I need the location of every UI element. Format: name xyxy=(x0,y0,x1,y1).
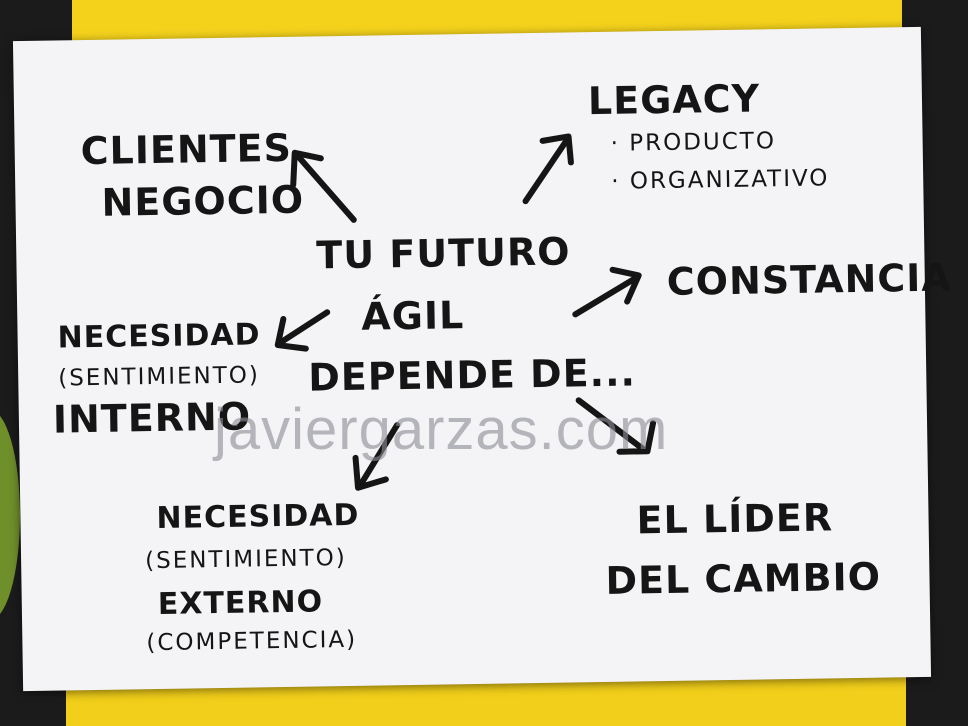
negocio-label: NEGOCIO xyxy=(101,177,305,225)
necesidad-interna-sentimiento: (SENTIMIENTO) xyxy=(58,362,261,392)
necesidad-externa-sentimiento: (SENTIMIENTO) xyxy=(144,544,347,575)
lider-line-2: DEL CAMBIO xyxy=(605,554,882,603)
arrows-layer xyxy=(274,133,657,491)
arrow-to-lider xyxy=(575,397,657,455)
arrow-to-legacy xyxy=(522,133,574,205)
center-line-2: ÁGIL xyxy=(360,293,465,339)
legacy-title: LEGACY xyxy=(587,76,761,124)
legacy-item-producto: · PRODUCTO xyxy=(610,128,777,157)
green-tape-roll xyxy=(0,410,20,620)
center-line-3: DEPENDE DE... xyxy=(307,350,637,400)
necesidad-interna-title: NECESIDAD xyxy=(57,317,261,356)
arrow-to-necesidad-externa xyxy=(352,422,401,491)
necesidad-externa-title: NECESIDAD xyxy=(156,497,360,536)
lider-line-1: EL LÍDER xyxy=(636,495,834,543)
necesidad-externa-competencia: (COMPETENCIA) xyxy=(146,626,358,657)
whiteboard-sheet: TU FUTURO ÁGIL DEPENDE DE... CLIENTES NE… xyxy=(12,26,952,692)
arrow-to-clientes xyxy=(290,149,357,223)
arrow-to-necesidad-interna xyxy=(274,309,331,352)
constancia-label: CONSTANCIA xyxy=(666,255,953,304)
legacy-item-organizativo: · ORGANIZATIVO xyxy=(611,165,830,195)
watermark-text: javiergarzas.com xyxy=(214,397,669,462)
necesidad-externa-label: EXTERNO xyxy=(157,584,324,622)
center-line-1: TU FUTURO xyxy=(316,229,571,278)
clientes-label: CLIENTES xyxy=(80,125,293,174)
arrow-to-constancia xyxy=(572,266,642,318)
